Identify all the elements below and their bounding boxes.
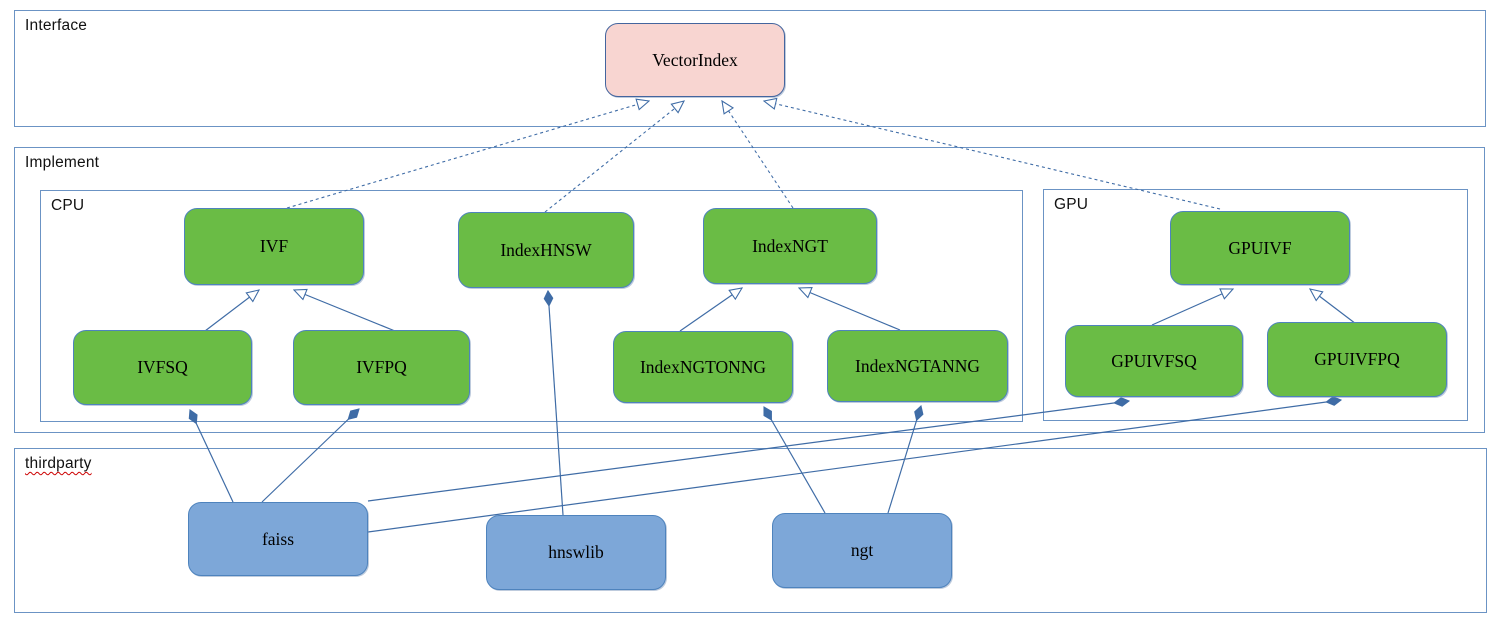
- thirdparty-label: thirdparty: [25, 455, 92, 472]
- node-gpuivfsq[interactable]: GPUIVFSQ: [1065, 325, 1243, 397]
- node-ivfsq[interactable]: IVFSQ: [73, 330, 252, 405]
- node-ivf[interactable]: IVF: [184, 208, 364, 285]
- node-hnswlib[interactable]: hnswlib: [486, 515, 666, 590]
- node-indexngtonng[interactable]: IndexNGTONNG: [613, 331, 793, 403]
- node-gpuivf[interactable]: GPUIVF: [1170, 211, 1350, 285]
- implement-label: Implement: [25, 154, 100, 171]
- interface-label: Interface: [25, 17, 88, 34]
- node-gpuivfpq[interactable]: GPUIVFPQ: [1267, 322, 1447, 397]
- cpu-label: CPU: [51, 197, 85, 214]
- node-indexngtanng[interactable]: IndexNGTANNG: [827, 330, 1008, 402]
- node-ivfpq[interactable]: IVFPQ: [293, 330, 470, 405]
- node-ngt[interactable]: ngt: [772, 513, 952, 588]
- node-faiss[interactable]: faiss: [188, 502, 368, 576]
- node-indexngt[interactable]: IndexNGT: [703, 208, 877, 284]
- node-vectorindex[interactable]: VectorIndex: [605, 23, 785, 97]
- gpu-label: GPU: [1054, 196, 1089, 213]
- node-indexhnsw[interactable]: IndexHNSW: [458, 212, 634, 288]
